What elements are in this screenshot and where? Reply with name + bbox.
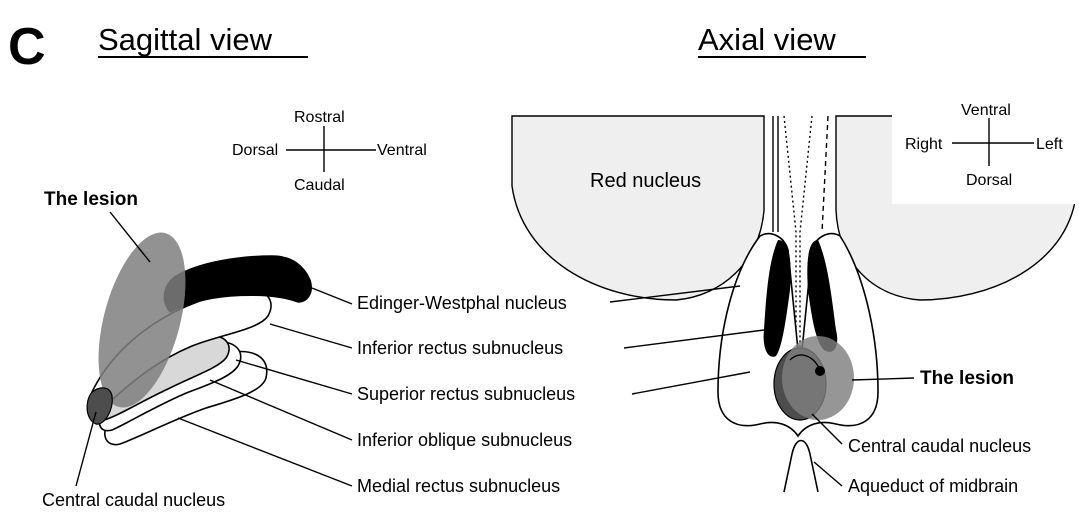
- leader-inferior-rectus: [270, 324, 352, 348]
- compass-axial-dorsal: Dorsal: [966, 172, 1012, 189]
- leader-medial-rectus: [178, 418, 352, 486]
- midline-dashed: [822, 116, 828, 232]
- leader-lesion-sagittal: [110, 212, 150, 262]
- sagittal-title-group: Sagittal view: [98, 22, 308, 57]
- sagittal-compass: Rostral Dorsal Ventral Caudal: [232, 109, 427, 194]
- label-inferior-rectus: Inferior rectus subnucleus: [357, 338, 563, 358]
- label-superior-rectus: Superior rectus subnucleus: [357, 384, 575, 404]
- compass-caudal: Caudal: [294, 177, 345, 194]
- axial-lesion-center-dot: [815, 366, 825, 376]
- panel-letter: C: [8, 18, 46, 76]
- leader-edinger: [312, 288, 352, 304]
- sagittal-diagram: [82, 223, 311, 444]
- compass-axial-right: Right: [905, 136, 943, 153]
- axial-title-group: Axial view: [698, 22, 866, 57]
- compass-axial-ventral: Ventral: [961, 102, 1011, 119]
- aqueduct-shape: [784, 441, 818, 493]
- label-central-caudal-sagittal: Central caudal nucleus: [42, 490, 225, 510]
- label-edinger-westphal: Edinger-Westphal nucleus: [357, 293, 567, 313]
- red-nucleus-left: [512, 116, 764, 300]
- compass-ventral: Ventral: [377, 142, 427, 159]
- sagittal-lesion-label: The lesion: [44, 189, 138, 210]
- axial-lesion-shape: [782, 336, 854, 420]
- sagittal-title: Sagittal view: [98, 22, 273, 57]
- leader-inferior-oblique: [210, 380, 352, 440]
- compass-rostral: Rostral: [294, 109, 345, 126]
- compass-axial-left: Left: [1036, 136, 1063, 153]
- leader-central-caudal-sagittal: [76, 412, 96, 486]
- axial-title: Axial view: [698, 22, 836, 57]
- leader-axial-aqueduct: [814, 462, 842, 486]
- label-aqueduct: Aqueduct of midbrain: [848, 476, 1018, 496]
- compass-dorsal: Dorsal: [232, 142, 278, 159]
- axial-diagram: [512, 86, 1079, 492]
- axial-lesion-label: The lesion: [920, 368, 1014, 389]
- red-nucleus-label: Red nucleus: [590, 170, 701, 192]
- label-inferior-oblique: Inferior oblique subnucleus: [357, 430, 572, 450]
- label-central-caudal-axial: Central caudal nucleus: [848, 436, 1031, 456]
- label-medial-rectus: Medial rectus subnucleus: [357, 476, 560, 496]
